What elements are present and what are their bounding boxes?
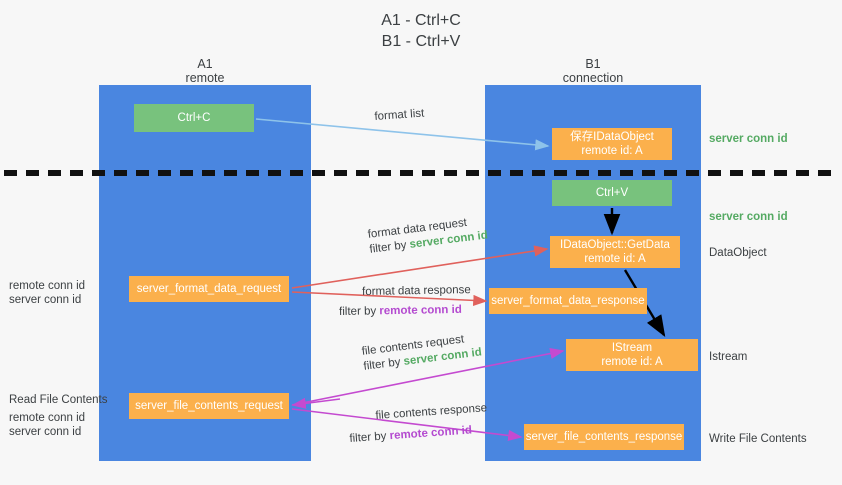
node-server-file-contents-response[interactable]: server_file_contents_response (524, 424, 684, 450)
annotation-remote-conn-id-bottom: remote conn id (9, 412, 86, 424)
annotation-conn-ids-bottom: remote conn id server conn id (9, 411, 85, 439)
lane-header-a1: A1 remote (99, 57, 311, 85)
edge-label-format-data-request: format data request filter by server con… (367, 214, 489, 258)
annotation-read-file-contents: Read File Contents (9, 394, 108, 406)
node-ctrl-v[interactable]: Ctrl+V (552, 180, 672, 206)
node-save-idataobject[interactable]: 保存IDataObject remote id: A (552, 128, 672, 160)
edge-label-file-contents-response-title: file contents response (375, 402, 488, 422)
node-save-idataobject-line2: remote id: A (581, 145, 643, 157)
annotation-dataobject: DataObject (709, 247, 767, 259)
edge-label-file-contents-request: file contents request filter by server c… (361, 331, 483, 375)
edge-label-format-data-response: format data response (362, 283, 471, 300)
edge-label-format-list: format list (374, 107, 425, 125)
filter-prefix: filter by (368, 238, 411, 256)
page-title: A1 - Ctrl+C B1 - Ctrl+V (0, 10, 842, 52)
node-istream[interactable]: IStream remote id: A (566, 339, 698, 371)
node-idataobject-getdata[interactable]: IDataObject::GetData remote id: A (550, 236, 680, 268)
lane-header-b1: B1 connection (485, 57, 701, 85)
annotation-write-file-contents: Write File Contents (709, 433, 807, 445)
filter-prefix: filter by (362, 355, 405, 373)
filter-prefix: filter by (349, 430, 391, 445)
node-server-file-contents-request[interactable]: server_file_contents_request (129, 393, 289, 419)
lane-a1-role: remote (185, 71, 225, 85)
node-server-format-data-request[interactable]: server_format_data_request (129, 276, 289, 302)
filter-value-remote-conn-id: remote conn id (389, 424, 473, 443)
annotation-server-conn-id-mid: server conn id (709, 211, 788, 223)
edge-label-format-list-text: format list (374, 107, 425, 123)
filter-prefix: filter by (339, 305, 380, 318)
node-istream-line1: IStream (611, 342, 653, 354)
node-server-file-contents-response-label: server_file_contents_response (525, 431, 683, 443)
edge-label-file-contents-response-filter: filter by remote conn id (349, 423, 472, 447)
annotation-remote-conn-id-mid: remote conn id (9, 280, 86, 292)
annotation-server-conn-id-top: server conn id (709, 133, 788, 145)
annotation-server-conn-id-bottom: server conn id (9, 426, 82, 438)
node-ctrl-c-label: Ctrl+C (177, 112, 211, 124)
edge-label-format-data-response-filter: filter by remote conn id (339, 303, 462, 320)
filter-value-remote-conn-id: remote conn id (379, 303, 462, 318)
title-line-1: A1 - Ctrl+C (381, 12, 461, 29)
node-getdata-line1: IDataObject::GetData (560, 239, 670, 251)
node-server-format-data-response-label: server_format_data_response (491, 295, 645, 307)
annotation-server-conn-id-left-mid: server conn id (9, 294, 82, 306)
node-server-format-data-response[interactable]: server_format_data_response (489, 288, 647, 314)
edge-label-format-data-response-title: format data response (362, 284, 471, 298)
node-save-idataobject-line1: 保存IDataObject (570, 131, 654, 143)
lane-b1-name: B1 (585, 57, 601, 71)
edge-label-file-contents-response: file contents response (375, 401, 488, 424)
annotation-istream: Istream (709, 351, 748, 363)
annotation-conn-ids-mid: remote conn id server conn id (9, 279, 85, 307)
lane-b1-role: connection (562, 71, 624, 85)
node-server-format-data-request-label: server_format_data_request (136, 283, 282, 295)
lane-a1-name: A1 (197, 57, 213, 71)
node-istream-line2: remote id: A (601, 356, 663, 368)
node-getdata-line2: remote id: A (584, 253, 646, 265)
node-ctrl-c[interactable]: Ctrl+C (134, 104, 254, 132)
title-line-2: B1 - Ctrl+V (381, 33, 461, 50)
node-server-file-contents-request-label: server_file_contents_request (135, 400, 283, 412)
node-ctrl-v-label: Ctrl+V (595, 187, 629, 199)
